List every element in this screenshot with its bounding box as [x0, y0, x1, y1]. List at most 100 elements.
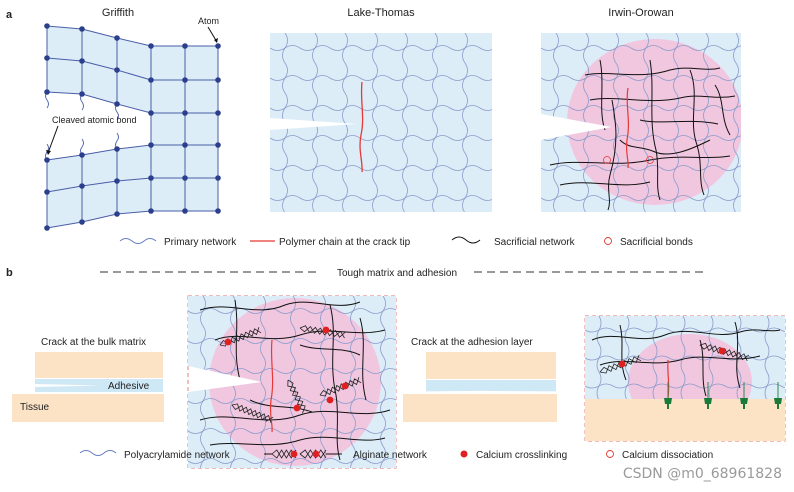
- atomic-bond: [81, 213, 118, 223]
- atom: [215, 208, 221, 214]
- alginate-chain: [591, 329, 781, 341]
- atomic-bond: [46, 185, 83, 193]
- crack-adhesion-label: Crack at the adhesion layer: [411, 337, 533, 348]
- panel-a-legend: Primary network Polymer chain at the cra…: [119, 236, 693, 248]
- atom: [182, 43, 188, 49]
- panel-b-label: b: [6, 267, 13, 279]
- bulk-zoom-view: [188, 296, 396, 468]
- legend-sacrificial-network: Sacrificial network: [494, 237, 576, 248]
- network-strand: [624, 316, 630, 399]
- network-strand: [764, 316, 770, 399]
- network-strand: [372, 33, 378, 212]
- atomic-bond: [81, 148, 118, 156]
- atomic-bond: [116, 144, 152, 150]
- atom: [44, 89, 50, 95]
- matrix-layer: [35, 352, 163, 378]
- legend-polyacrylamide-swatch: [79, 450, 117, 456]
- lake-thomas-title: Lake-Thomas: [347, 7, 415, 19]
- atom: [44, 189, 50, 195]
- network-strand: [260, 296, 266, 468]
- lattice-fill: [47, 26, 218, 228]
- atom: [148, 208, 154, 214]
- atom: [44, 225, 50, 231]
- legend-alginate: Alginate network: [353, 450, 428, 461]
- calcium-crosslink: [293, 404, 301, 412]
- atomic-bond: [116, 210, 152, 215]
- tissue-layer: [403, 394, 557, 422]
- tissue-anchor: [740, 398, 748, 404]
- atom-arrowhead: [214, 38, 218, 43]
- atomic-bond: [46, 221, 83, 229]
- alginate-strand: [231, 403, 274, 422]
- alginate-strand: [699, 344, 750, 361]
- atom: [182, 208, 188, 214]
- network-strand: [585, 355, 785, 361]
- atom: [182, 175, 188, 181]
- network-strand: [320, 296, 326, 468]
- network-strand: [270, 75, 492, 81]
- atom: [114, 67, 120, 73]
- alginate-strand: [319, 377, 360, 396]
- atom: [79, 152, 85, 158]
- network-strand: [350, 296, 356, 468]
- atom: [182, 110, 188, 116]
- cleaved-bond-label: Cleaved atomic bond: [52, 115, 137, 125]
- network-strand: [462, 33, 468, 212]
- network-strand: [270, 105, 492, 111]
- calcium-crosslink: [322, 326, 330, 334]
- network-strand: [652, 316, 658, 399]
- alginate-chain: [199, 301, 361, 311]
- alginate-strand: [699, 342, 748, 362]
- legend-polymer-chain: Polymer chain at the crack tip: [279, 237, 411, 248]
- legend-calcium-crosslinking: Calcium crosslinking: [476, 450, 567, 461]
- adhesion-zoom-view: [585, 316, 785, 441]
- crack-tip-polymer-chain: [625, 87, 630, 169]
- tissue-anchor: [704, 398, 712, 404]
- tissue-layer: [12, 394, 164, 422]
- irwin-orowan-primary-network: [541, 33, 741, 212]
- sacrificial-network: [549, 59, 736, 211]
- atom: [79, 91, 85, 97]
- atom: [44, 157, 50, 163]
- atom: [215, 110, 221, 116]
- atomic-bond: [81, 180, 118, 187]
- atom: [114, 146, 120, 152]
- sacrificial-bond: [646, 156, 654, 164]
- polyacrylamide-network: [188, 296, 396, 468]
- lake-thomas-diagram: Lake-Thomas: [270, 7, 492, 212]
- network-strand: [270, 195, 492, 201]
- network-strand: [270, 45, 492, 51]
- network-strand: [402, 33, 408, 212]
- atomic-bond: [81, 28, 118, 39]
- alginate-chain: [734, 321, 741, 389]
- alginate-chain: [199, 409, 391, 421]
- network-strand: [596, 316, 602, 399]
- panel-a-label: a: [6, 9, 13, 21]
- atom: [44, 23, 50, 29]
- sacrificial-chain: [584, 67, 721, 76]
- adhesive-layer: [426, 380, 556, 392]
- alginate-strand: [287, 379, 308, 411]
- cleaved-bond-arrowhead: [46, 150, 51, 155]
- legend-alginate-swatch: [264, 449, 342, 459]
- irwin-orowan-title: Irwin-Orowan: [608, 7, 673, 19]
- tissue-substrate: [585, 399, 785, 441]
- bulk-crack-scheme: Crack at the bulk matrix Adhesive Tissue: [12, 337, 164, 422]
- legend-calcium-crosslinking-swatch: [460, 450, 468, 458]
- griffith-lattice: [44, 23, 221, 231]
- atomic-bond: [46, 154, 83, 161]
- atom: [215, 142, 221, 148]
- atom: [44, 55, 50, 61]
- tissue-label: Tissue: [20, 402, 50, 413]
- sacrificial-bond: [603, 156, 611, 164]
- atom: [114, 211, 120, 217]
- panel-b-legend: Polyacrylamide network Alginate network …: [79, 449, 713, 461]
- alginate-strand: [599, 355, 640, 374]
- atomic-bond: [116, 103, 152, 114]
- atomic-bond: [81, 60, 118, 71]
- atomic-bond: [46, 91, 83, 95]
- calcium-crosslink: [341, 382, 349, 390]
- crack-tip-polymer-chain: [269, 339, 274, 433]
- alginate-network: [219, 325, 362, 423]
